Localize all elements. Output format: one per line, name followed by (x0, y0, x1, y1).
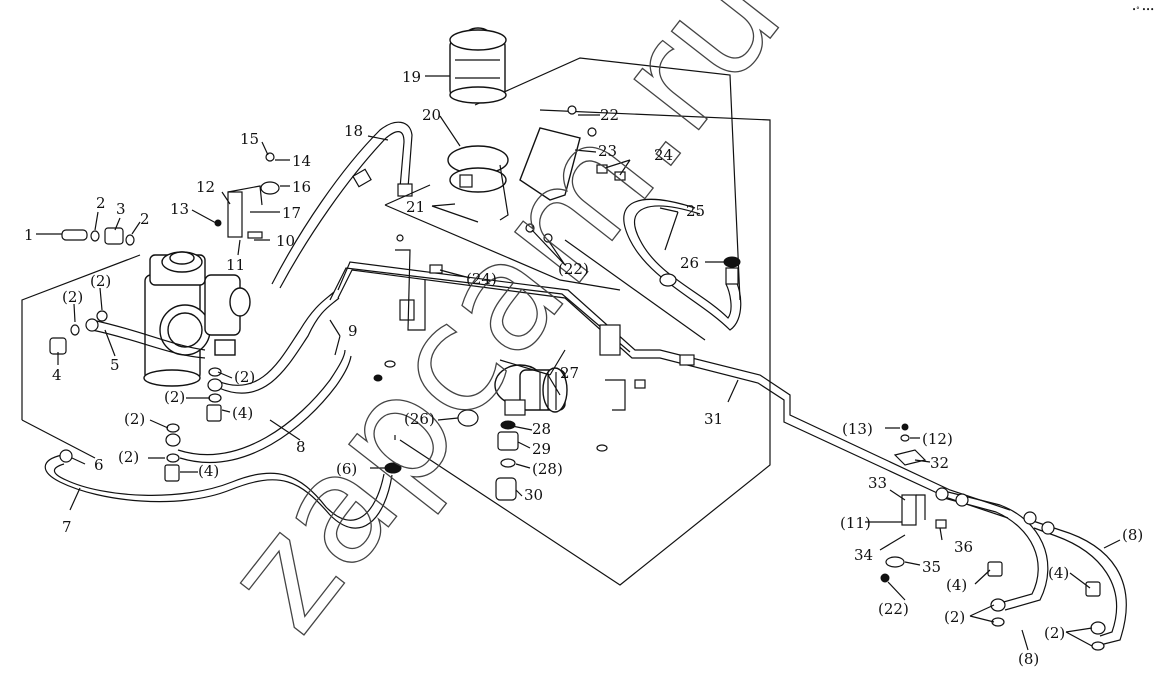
callout-6b: (6) (336, 460, 357, 478)
callout-11b: (11) (840, 514, 871, 532)
callout-4d: (4) (946, 576, 967, 594)
callout-29: 29 (532, 440, 551, 458)
pump-27 (494, 364, 568, 416)
bracket-17 (214, 152, 280, 239)
callout-26a: 26 (680, 254, 699, 272)
callout-32: 32 (930, 454, 949, 472)
callout-33: 33 (868, 474, 887, 492)
callout-11a: 11 (226, 256, 245, 274)
callout-20: 20 (422, 106, 441, 124)
bracket-33 (880, 423, 947, 583)
callout-2f: (2) (164, 388, 185, 406)
callout-2j: (2) (1044, 624, 1065, 642)
hose-25 (623, 198, 742, 331)
callout-27: 27 (560, 364, 579, 382)
bracket-center (373, 234, 695, 452)
callout-10: 10 (276, 232, 295, 250)
pipe-8-left (177, 291, 352, 463)
bracket-23 (519, 105, 626, 243)
clamp-20 (447, 145, 509, 221)
callout-2g: (2) (124, 410, 145, 428)
callout-18: 18 (344, 122, 363, 140)
left-fittings (49, 227, 223, 482)
callout-30: 30 (524, 486, 543, 504)
frame-lines (21, 57, 771, 586)
callout-8a: 8 (296, 438, 306, 456)
hose-18 (271, 121, 413, 289)
callout-8b: (8) (1018, 650, 1039, 668)
callout-2a: 2 (96, 194, 106, 212)
callout-22a: 22 (600, 106, 619, 124)
steering-gear (143, 251, 251, 387)
leader-lines (36, 75, 1121, 651)
callout-13: 13 (170, 200, 189, 218)
callout-2c: (2) (90, 272, 111, 290)
callout-6a: 6 (94, 456, 104, 474)
callout-3: 3 (116, 200, 126, 218)
callout-13b: (13) (842, 420, 873, 438)
callout-31: 31 (704, 410, 723, 428)
callout-34: 34 (854, 546, 873, 564)
fittings-28-30 (384, 409, 519, 501)
callout-14: 14 (292, 152, 311, 170)
callout-2d: (2) (62, 288, 83, 306)
callout-2b: 2 (140, 210, 150, 228)
pipe-31 (329, 261, 1011, 519)
callout-24b: (24) (466, 270, 497, 288)
callout-2i: (2) (944, 608, 965, 626)
callout-2e: (2) (234, 368, 255, 386)
callout-22b: (22) (558, 260, 589, 278)
corner-mark: •° ••• (1132, 6, 1154, 14)
callout-35: 35 (922, 558, 941, 576)
pipe-7 (44, 454, 393, 529)
callout-21: 21 (406, 198, 425, 216)
callout-17: 17 (282, 204, 301, 222)
callout-23: 23 (598, 142, 617, 160)
callout-1: 1 (24, 226, 34, 244)
callout-5: 5 (110, 356, 120, 374)
callout-8c: (8) (1122, 526, 1143, 544)
callout-12: 12 (196, 178, 215, 196)
callout-36: 36 (954, 538, 973, 556)
callout-4c: (4) (198, 462, 219, 480)
callout-4a: 4 (52, 366, 62, 384)
callout-26b: (26) (404, 410, 435, 428)
callout-22c: (22) (878, 600, 909, 618)
callouts: 1 2 3 2 (2) (2) 4 5 (2) (2) (4) (2) (2) … (24, 68, 1143, 668)
callout-25: 25 (686, 202, 705, 220)
watermark: zapcam.ru (191, 0, 815, 662)
callout-4e: (4) (1048, 564, 1069, 582)
callout-15: 15 (240, 130, 259, 148)
callout-28b: (28) (532, 460, 563, 478)
callout-2h: (2) (118, 448, 139, 466)
callout-28a: 28 (532, 420, 551, 438)
reservoir-19 (449, 27, 507, 104)
callout-24a: 24 (654, 146, 673, 164)
callout-19: 19 (402, 68, 421, 86)
callout-16: 16 (292, 178, 311, 196)
callout-12b: (12) (922, 430, 953, 448)
callout-9: 9 (348, 322, 358, 340)
callout-4b: (4) (232, 404, 253, 422)
pipe-8-right (935, 487, 1127, 651)
callout-7: 7 (62, 518, 72, 536)
